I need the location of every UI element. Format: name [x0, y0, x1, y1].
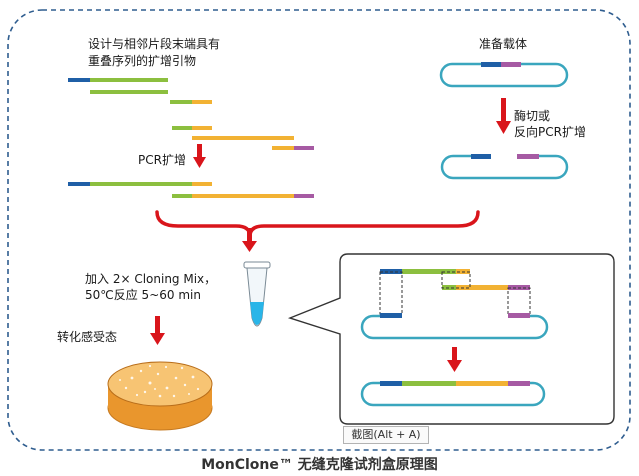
product1-blue [68, 182, 90, 186]
primer-purple-end [294, 146, 314, 150]
fragment-green [90, 78, 168, 82]
open-vector-zoom [360, 313, 549, 340]
circular-vector [439, 62, 569, 88]
diagram-title: MonClone™ 无缝克隆试剂盒原理图 [201, 457, 438, 473]
down-arrow-icon [447, 347, 462, 372]
primer-design-bars [68, 78, 314, 150]
petri-dish-icon [107, 361, 213, 431]
screenshot-tooltip: 截图(Alt + A) [343, 426, 429, 444]
curly-brace-icon [155, 210, 480, 237]
fragment-orange [192, 136, 294, 140]
primer-design-label-line1: 设计与相邻片段末端具有 [88, 37, 221, 51]
primer-orange-short [192, 100, 212, 104]
digest-label-line2: 反向PCR扩增 [514, 125, 586, 139]
down-arrow-icon [193, 144, 206, 168]
down-arrow-icon [150, 316, 165, 345]
transform-label: 转化感受态 [57, 330, 118, 344]
down-arrow-icon [242, 228, 257, 252]
digest-label-line1: 酶切或 [514, 109, 551, 123]
product1-orange [192, 182, 212, 186]
product1-green [90, 182, 192, 186]
pcr-amplify-label: PCR扩增 [138, 153, 186, 167]
pcr-products [68, 182, 314, 198]
primer-green [90, 90, 168, 94]
down-arrow-icon [496, 98, 511, 134]
product2-purple [294, 194, 314, 198]
product2-orange [192, 194, 294, 198]
linearized-vector [440, 154, 569, 180]
reaction-label-line2: 50℃反应 5~60 min [85, 288, 201, 302]
prepare-vector-label: 准备载体 [479, 37, 528, 51]
primer-orange-end [272, 146, 294, 150]
pcr-tube-icon [243, 261, 271, 327]
product2-green [172, 194, 192, 198]
primer-orange-short-2 [192, 126, 212, 130]
fragment-blue-end [68, 78, 90, 82]
reaction-label-line1: 加入 2× Cloning Mix， [85, 272, 217, 286]
outer-dashed-border [7, 9, 631, 451]
primer-green-short-2 [172, 126, 192, 130]
primer-green-short [170, 100, 192, 104]
recombinant-plasmid [360, 381, 546, 407]
primer-design-label-line2: 重叠序列的扩增引物 [88, 54, 197, 68]
